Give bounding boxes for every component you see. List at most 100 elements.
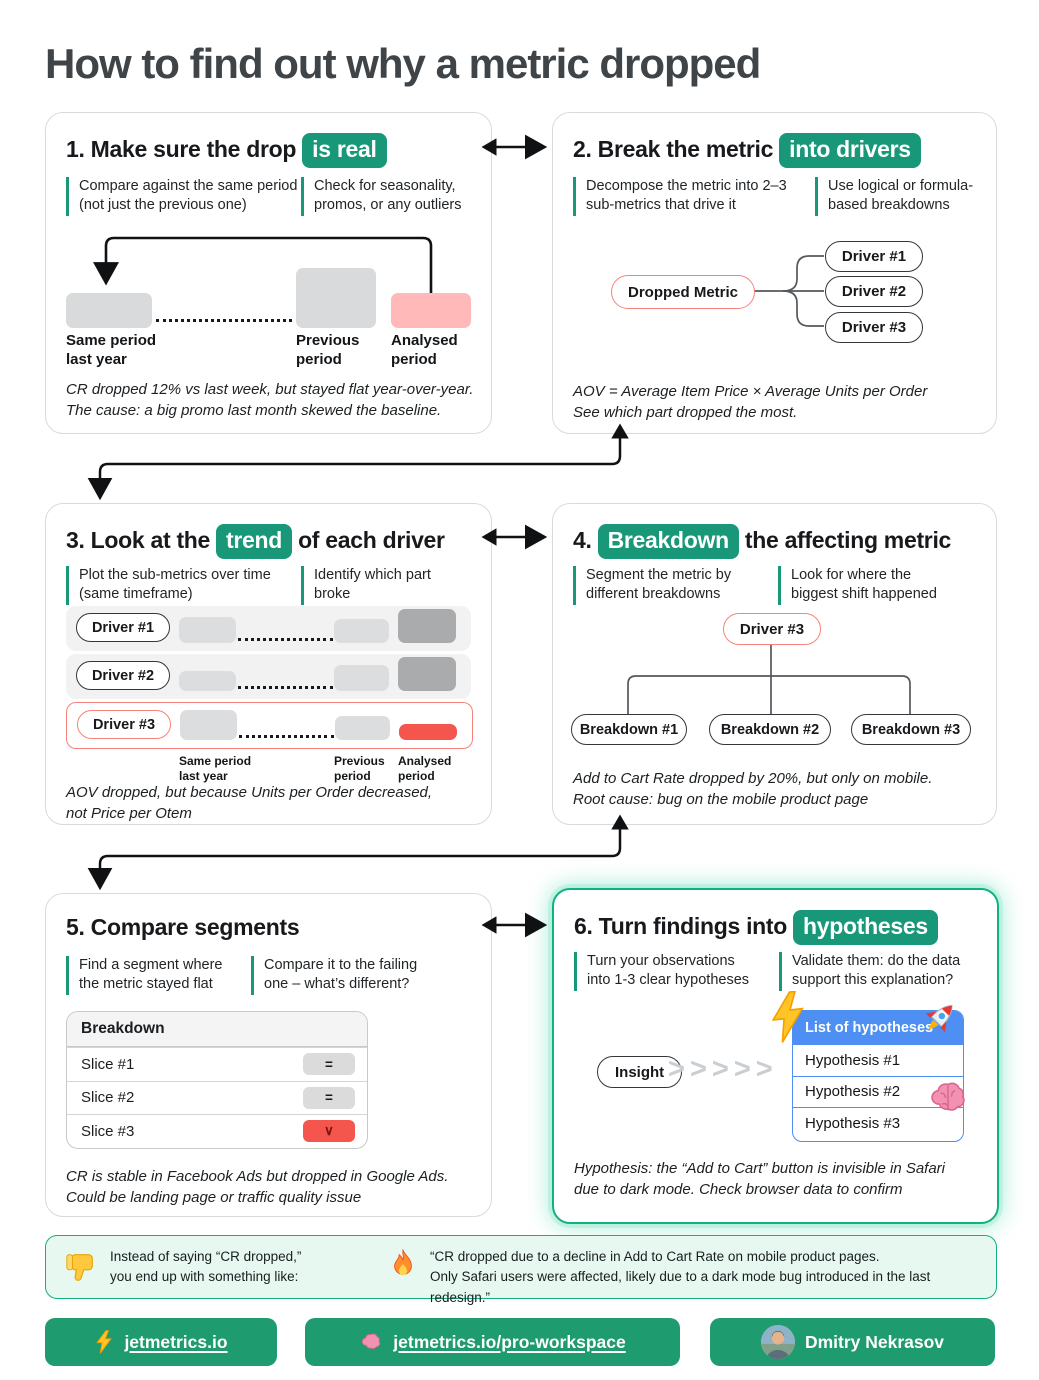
step6-caption: Hypothesis: the “Add to Cart” button is … (574, 1160, 946, 1199)
slice-label: Slice #1 (81, 1055, 135, 1073)
trend-bar-analysed (398, 657, 456, 691)
trend-bar (179, 617, 236, 643)
trend-bar (180, 710, 237, 740)
dotted-line (238, 686, 333, 689)
breakdown-pill-1: Breakdown #1 (571, 714, 687, 745)
list-item: Hypothesis #1 (793, 1044, 963, 1076)
trend-bar (335, 716, 390, 740)
step3-bullet-1: Plot the sub-metrics over time (same tim… (66, 566, 314, 605)
trend-bar (334, 619, 389, 643)
driver-pill-2: Driver #2 (825, 276, 923, 307)
list-item: Hypothesis #3 (793, 1107, 963, 1139)
bar-analysed-period (391, 293, 471, 328)
driver-pill-3: Driver #3 (825, 312, 923, 343)
step4-heading-badge: Breakdown (597, 524, 739, 559)
hypotheses-list: List of hypotheses Hypothesis #1 Hypothe… (792, 1010, 964, 1142)
dropped-metric-pill: Dropped Metric (611, 275, 756, 309)
callout-right-text: “CR dropped due to a decline in Add to C… (430, 1249, 931, 1305)
table-row: Slice #1 = (67, 1047, 367, 1081)
step3-caption: AOV dropped, but because Units per Order… (66, 784, 433, 823)
thumbs-down-icon (66, 1254, 93, 1281)
bar-previous-period (296, 268, 376, 328)
dotted-line (238, 638, 333, 641)
trend-row-driver-3: Driver #3 (66, 702, 473, 749)
flat-badge: = (303, 1086, 355, 1109)
chevron-right-icon: > (668, 1053, 685, 1085)
segment-table: Breakdown Slice #1 = Slice #2 = Slice #3… (66, 1011, 368, 1149)
avatar (760, 1325, 795, 1359)
breakdown-pill-2: Breakdown #2 (709, 714, 831, 745)
trend-row-driver-2: Driver #2 (66, 654, 471, 699)
step6-heading-badge: hypotheses (793, 910, 938, 945)
driver-pill-3: Driver #3 (77, 710, 171, 739)
chevron-right-icon: > (755, 1053, 773, 1085)
step1-heading-badge: is real (302, 133, 387, 168)
slice-label: Slice #3 (81, 1122, 135, 1140)
footer-author-button[interactable]: Dmitry Nekrasov (710, 1318, 995, 1366)
step4-bullet-2: Look for where the biggest shift happene… (778, 566, 986, 605)
step1-caption: CR dropped 12% vs last week, but stayed … (66, 381, 474, 420)
bar-label: Same period last year (66, 332, 157, 368)
bar-label: Same period last year (179, 754, 252, 783)
footer-workspace-link[interactable]: jetmetrics.io/pro-workspace (305, 1318, 680, 1366)
summary-callout: Instead of saying “CR dropped,” you end … (45, 1235, 997, 1305)
step2-heading-text: 2. Break the metric (573, 136, 774, 162)
flat-badge: = (303, 1053, 355, 1076)
step1-heading-text: 1. Make sure the drop (66, 136, 297, 162)
chevron-right-icons: > > > > > (668, 1053, 773, 1086)
brain-icon (931, 1082, 965, 1111)
step6-heading-text: 6. Turn findings into (574, 913, 788, 939)
table-row: Slice #2 = (67, 1080, 367, 1115)
footer-workspace-label: jetmetrics.io/pro-workspace (393, 1331, 626, 1352)
step2-caption: AOV = Average Item Price × Average Units… (573, 383, 928, 422)
bar-label: Previous period (296, 332, 360, 368)
footer-author-label: Dmitry Nekrasov (804, 1331, 945, 1352)
step4-heading-text: 4. (573, 527, 592, 553)
bar-label: Analysed period (398, 754, 452, 783)
insight-pill: Insight (597, 1056, 683, 1088)
arrow-step2-to-step3 (87, 423, 629, 501)
callout-left-text: Instead of saying “CR dropped,” you end … (110, 1249, 302, 1285)
table-row: Slice #3 ∨ (67, 1114, 367, 1148)
chevron-right-icon: > (711, 1053, 729, 1085)
driver-pill-1: Driver #1 (76, 613, 170, 642)
lightning-icon (771, 991, 804, 1043)
chevron-right-icon: > (733, 1053, 751, 1085)
dotted-line (239, 735, 334, 738)
breakdown-pill-3: Breakdown #3 (851, 714, 971, 745)
footer-site-link[interactable]: jetmetrics.io (45, 1318, 277, 1366)
bar-same-period (66, 293, 152, 328)
step4-caption: Add to Cart Rate dropped by 20%, but onl… (573, 770, 933, 809)
step5-bullet-2: Compare it to the failing one – what’s d… (251, 956, 449, 995)
step5-heading: 5. Compare segments (66, 914, 300, 941)
step2-bullet-1: Decompose the metric into 2–3 sub-metric… (573, 177, 821, 216)
footer-site-label: jetmetrics.io (124, 1331, 228, 1352)
trend-bar (179, 671, 236, 691)
step6-bullet-1: Turn your observations into 1-3 clear hy… (574, 952, 777, 991)
chevron-right-icon: > (689, 1053, 707, 1085)
step3-heading-badge: trend (216, 524, 293, 559)
slice-label: Slice #2 (81, 1089, 135, 1107)
step5-heading-text: 5. Compare segments (66, 914, 300, 940)
trend-bar-analysed (398, 609, 456, 643)
driver-pill-2: Driver #2 (76, 661, 170, 690)
step4-heading-text2: the affecting metric (744, 527, 952, 553)
step5-bullet-1: Find a segment where the metric stayed f… (66, 956, 254, 995)
fire-icon (394, 1248, 412, 1276)
card-step-5: 5. Compare segments Find a segment where… (45, 893, 492, 1217)
step5-caption: CR is stable in Facebook Ads but dropped… (66, 1168, 449, 1207)
trend-row-driver-1: Driver #1 (66, 606, 471, 651)
bar-label: Previous period (334, 754, 385, 783)
step2-heading-badge: into drivers (779, 133, 921, 168)
segment-table-header: Breakdown (67, 1012, 367, 1047)
rocket-icon (925, 1004, 953, 1033)
